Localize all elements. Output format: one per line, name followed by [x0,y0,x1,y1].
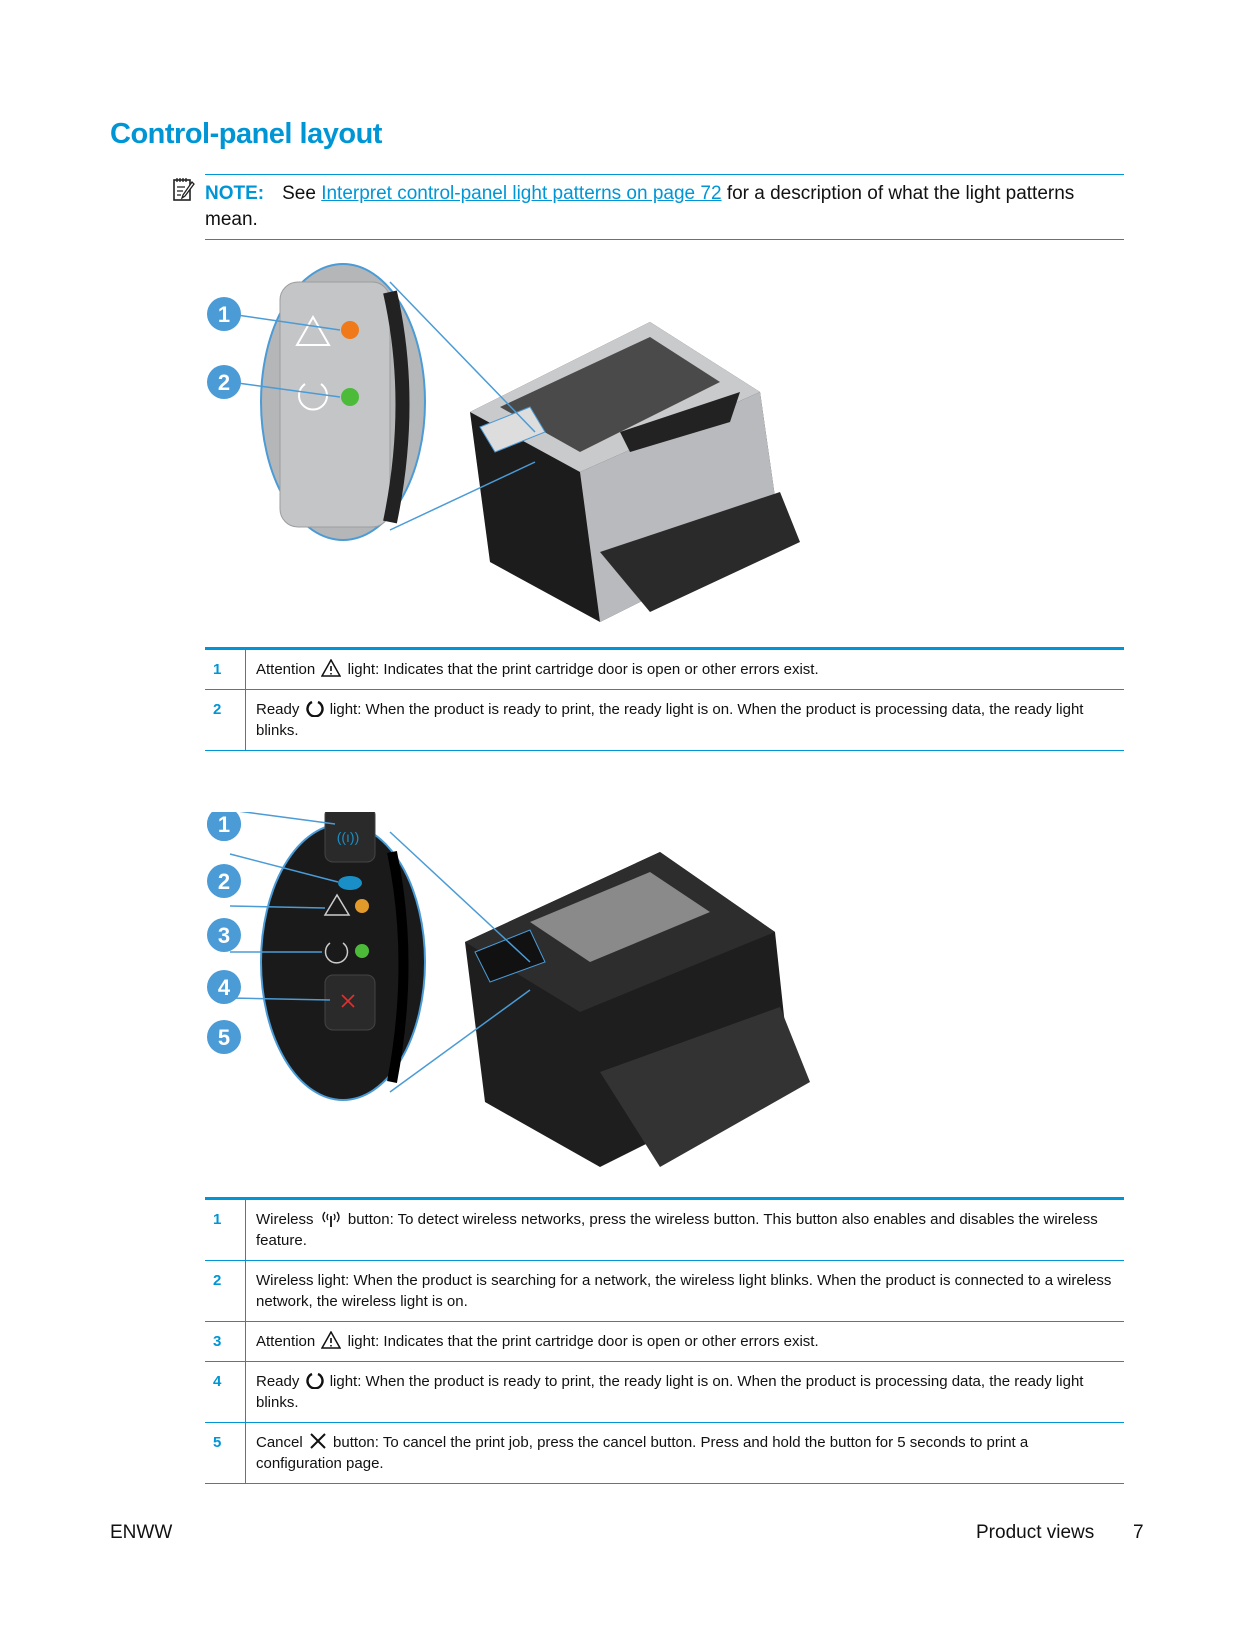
svg-text:3: 3 [218,923,230,948]
note: NOTE: See Interpret control-panel light p… [205,174,1124,240]
item-name: Cancel [256,1434,303,1451]
item-description: button: To detect wireless networks, pre… [256,1211,1098,1249]
item-description: button: To cancel the print job, press t… [256,1434,1029,1472]
callout-1: 1 [207,812,241,841]
row-number: 3 [205,1321,246,1362]
svg-text:2: 2 [218,869,230,894]
row-number: 5 [205,1422,246,1484]
warning-icon [321,1331,342,1349]
control-panel-table-2: 1 Wireless button: To detect wireless ne… [205,1197,1124,1484]
item-description: light: When the product is ready to prin… [256,701,1084,739]
callout-1: 1 [207,297,241,331]
printer-figure-1: 1 2 [207,263,800,622]
item-description: light: When the product is ready to prin… [256,1373,1084,1411]
svg-text:4: 4 [218,975,231,1000]
ready-icon [305,700,324,717]
callout-3: 3 [207,918,241,952]
warning-icon [321,659,342,677]
cancel-symbol [341,994,355,1008]
item-description: Wireless light: When the product is sear… [256,1272,1112,1310]
footer-left: ENWW [110,1522,173,1543]
table-row: 5 Cancel button: To cancel the print job… [205,1422,1124,1484]
table-row: 1 Attention light: Indicates that the pr… [205,648,1124,690]
callout-2: 2 [207,365,241,399]
control-panel-table-1: 1 Attention light: Indicates that the pr… [205,647,1124,751]
note-label: NOTE: [205,183,265,204]
table-row: 1 Wireless button: To detect wireless ne… [205,1198,1124,1261]
table-row: 4 Ready light: When the product is ready… [205,1361,1124,1423]
item-name: Ready [256,701,300,718]
ready-icon [305,1372,324,1389]
row-number: 1 [205,648,246,690]
row-number: 1 [205,1198,246,1261]
table-row: 2 Wireless light: When the product is se… [205,1260,1124,1322]
item-name: Ready [256,1373,300,1390]
printer-illustration [470,322,800,622]
row-number: 2 [205,1260,246,1322]
wireless-icon [322,1211,340,1227]
row-number: 4 [205,1361,246,1423]
note-prefix: See [282,183,316,204]
cancel-icon [310,1433,326,1449]
note-suffix: for a description of what the light patt… [205,183,1075,230]
item-description: light: Indicates that the print cartridg… [347,1333,819,1350]
item-name: Attention [256,661,316,678]
callout-2: 2 [207,864,241,898]
callout-5: 5 [207,1020,241,1054]
table-row: 2 Ready light: When the product is ready… [205,689,1124,751]
table-row: 3 Attention light: Indicates that the pr… [205,1321,1124,1362]
svg-text:1: 1 [218,302,230,327]
ready-light [341,388,359,406]
attention-symbol [323,893,351,916]
attention-symbol [295,314,331,346]
svg-text:2: 2 [218,370,230,395]
page-title: Control-panel layout [110,118,382,150]
row-number: 2 [205,689,246,751]
page-number: 7 [1133,1522,1144,1543]
item-description: light: Indicates that the print cartridg… [347,661,819,678]
note-icon [173,178,195,201]
wireless-light [338,876,362,890]
svg-text:1: 1 [218,812,230,837]
ready-light [355,944,369,958]
printer-illustration [465,852,810,1167]
printer-figure-2: ((ı)) [207,812,810,1167]
wireless-symbol: ((ı)) [337,829,360,845]
attention-light [341,321,359,339]
footer-section: Product views [976,1522,1095,1543]
attention-light [355,899,369,913]
callouts-figure-2: 1 2 3 4 5 [207,812,241,1054]
light-patterns-link[interactable]: Interpret control-panel light patterns o… [321,183,722,204]
item-name: Wireless [256,1211,314,1228]
callout-4: 4 [207,970,241,1004]
ready-symbol [324,942,349,964]
item-name: Attention [256,1333,316,1350]
svg-text:5: 5 [218,1025,230,1050]
